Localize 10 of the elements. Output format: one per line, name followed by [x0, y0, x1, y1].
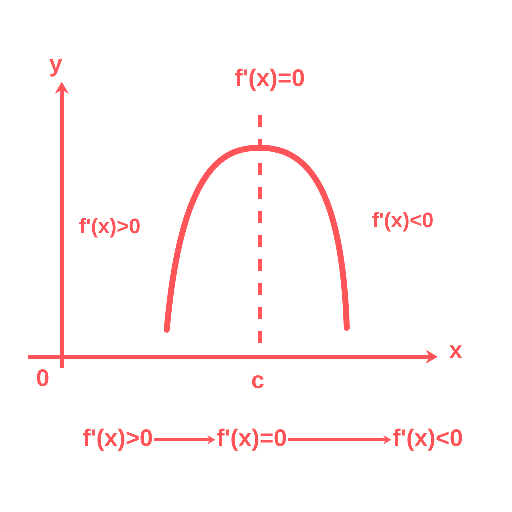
axis-label: c	[252, 375, 264, 389]
formula-text: f'(x)>0	[83, 428, 152, 452]
formula-text: f'(x)<0	[393, 428, 462, 452]
formula-label: f'(x)>0	[80, 218, 140, 238]
formula-label: f'(x)=0	[235, 68, 304, 92]
axis-label: y	[50, 59, 63, 77]
formula-text: f'(x)=0	[217, 428, 286, 452]
formula-label: f'(x)<0	[372, 212, 433, 232]
axis-label: x	[449, 346, 462, 358]
origin-label: 0	[37, 370, 49, 386]
